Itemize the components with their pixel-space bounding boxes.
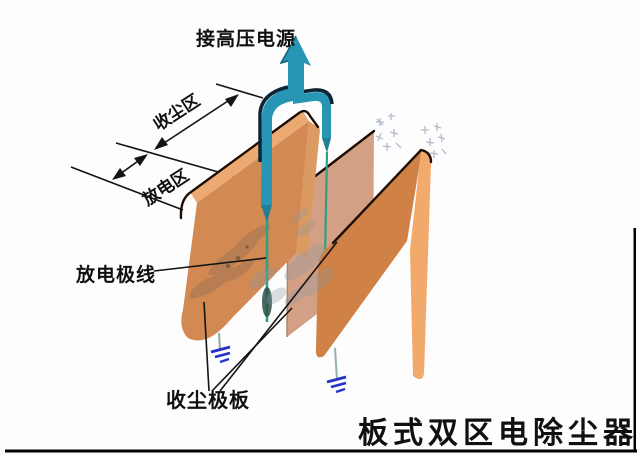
arrowhead-up-icon: [225, 94, 239, 107]
hv-supply-pipe: [258, 35, 334, 222]
frame-border-bottom: [5, 449, 637, 453]
dimension-collection-zone: [154, 94, 239, 150]
ground-wire: [334, 347, 338, 381]
collecting-plate-right: [315, 148, 433, 380]
plate-end-cap: [296, 121, 320, 257]
extension-line-1: [215, 83, 264, 99]
leader-plate-right: [219, 241, 338, 392]
pipe-taper: [322, 138, 331, 153]
dust-particles: [375, 113, 447, 158]
diagram-title: 板式双区电除尘器: [358, 416, 638, 450]
wire-end-blob: [262, 287, 272, 317]
leader-discharge-wire: [153, 257, 267, 272]
pipe-left-branch: [261, 88, 293, 208]
arrow-shading: [279, 35, 297, 65]
leader-lines: [153, 241, 338, 392]
plate-side-strip: [410, 151, 432, 380]
plate-face: [315, 150, 422, 358]
ground-bar: [330, 381, 347, 389]
leader-plate-left: [203, 301, 210, 392]
dust-dots: [226, 245, 249, 268]
ground-bar: [335, 387, 346, 394]
label-discharge-wire: 放电极线: [75, 263, 156, 286]
plate-top-edge: [331, 148, 433, 245]
ground-symbol-right: [326, 347, 347, 394]
dimension-discharge-zone: [112, 154, 148, 180]
extension-line-3: [70, 166, 184, 211]
ground-symbol-left: [210, 332, 231, 364]
dimension-extension-lines: [70, 83, 264, 211]
ground-bar: [326, 375, 347, 384]
pipe-right-branch: [293, 92, 331, 138]
pipe-dark-shading: [258, 85, 289, 162]
arrowhead-down-icon: [112, 168, 126, 180]
dust-cloud: [248, 207, 335, 307]
ground-bar: [219, 357, 230, 364]
plate-top-edge: [179, 109, 320, 220]
dust-smudges: [189, 224, 271, 299]
dimension-line: [160, 98, 232, 146]
arrowhead-down-icon: [154, 137, 168, 150]
collecting-plate-left: [179, 109, 320, 341]
plate-top-band: [190, 110, 309, 203]
wire: [323, 151, 329, 259]
label-collection-zone: 收尘区: [150, 90, 204, 135]
ground-wire: [218, 332, 221, 351]
ground-bar: [210, 345, 231, 354]
label-collecting-plate: 收尘极板: [166, 388, 250, 412]
pipe-dark-shading: [292, 88, 334, 105]
extension-line-2: [115, 142, 237, 178]
label-power-supply: 接高压电源: [196, 27, 296, 50]
arrowhead-up-icon: [134, 154, 148, 166]
plate-face: [181, 121, 309, 341]
pipe-taper: [261, 205, 272, 222]
frame-border-right: [633, 228, 636, 452]
ground-bar: [214, 351, 231, 359]
